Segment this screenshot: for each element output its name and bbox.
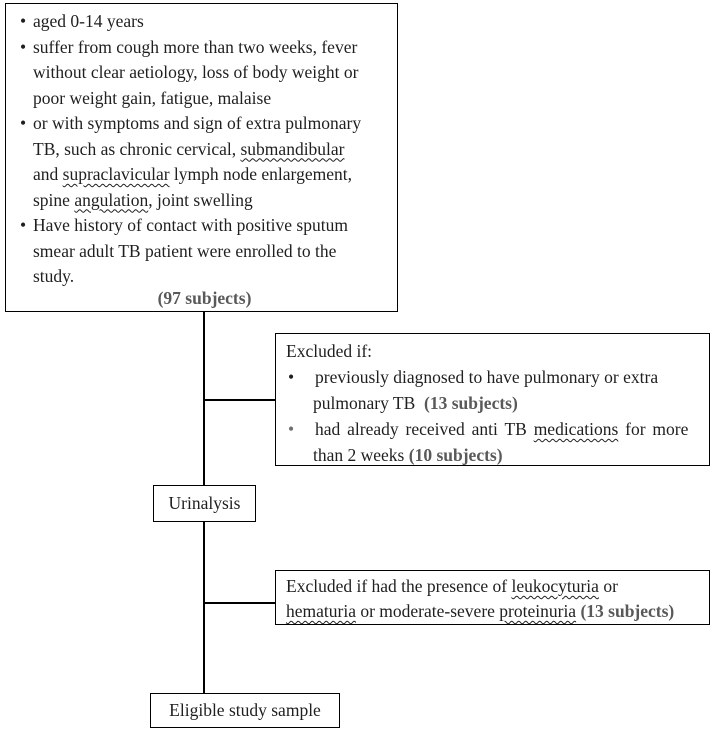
bullet-icon: • xyxy=(20,215,27,235)
criteria-line: • suffer from cough more than two weeks, … xyxy=(20,35,389,61)
urinalysis-label: Urinalysis xyxy=(168,493,241,513)
enrollment-criteria-box: • aged 0-14 years • suffer from cough more… xyxy=(5,3,398,312)
enrolled-subjects-count: (97 subjects) xyxy=(157,287,252,308)
criteria-text: TB, such as chronic cervical, xyxy=(33,138,241,159)
criteria-text: study. xyxy=(33,266,75,286)
criteria-text: lymph node enlargement, xyxy=(169,164,352,184)
criteria-text: poor weight gain, fatigue, malaise xyxy=(33,87,272,108)
criteria-text: without clear aetiology, loss of body we… xyxy=(33,62,359,82)
exclusion-box-1: Excluded if: • previously diagnosed to ha… xyxy=(275,333,710,466)
bullet-icon: • xyxy=(20,36,27,57)
criteria-text: or with symptoms and sign of extra pulmo… xyxy=(33,113,362,133)
exclusion-line: Excluded if had the presence of leukocyt… xyxy=(286,574,701,599)
bullet-icon: • xyxy=(20,113,27,133)
spellcheck-word: submandibular xyxy=(240,138,345,159)
criteria-line: • Have history of contact with positive s… xyxy=(20,213,389,239)
exclusion-text: pulmonary TB xyxy=(313,393,424,413)
excluded-subjects-count: (10 subjects) xyxy=(408,445,503,465)
spellcheck-word: proteinuria xyxy=(499,601,577,621)
exclusion-line: than 2 weeks (10 subjects) xyxy=(286,442,701,468)
criteria-text: and xyxy=(33,164,63,184)
exclusion-line: pulmonary TB (13 subjects) xyxy=(286,390,701,416)
criteria-text: Have history of contact with positive sp… xyxy=(33,215,348,235)
exclusion-title: Excluded if: xyxy=(286,341,373,361)
exclusion-line: hematuria or moderate-severe proteinuria… xyxy=(286,599,701,624)
criteria-line: • aged 0-14 years xyxy=(20,9,389,35)
criteria-text: suffer from cough more than two weeks, f… xyxy=(33,36,358,57)
criteria-line: smear adult TB patient were enrolled to … xyxy=(20,239,389,265)
urinalysis-box: Urinalysis xyxy=(153,485,256,522)
exclusion-box-2: Excluded if had the presence of leukocyt… xyxy=(275,570,710,625)
exclusion-text: Excluded if had the presence of xyxy=(286,576,512,596)
criteria-line: TB, such as chronic cervical, submandibu… xyxy=(20,137,389,163)
spellcheck-word: supraclavicular xyxy=(62,164,170,184)
bullet-icon: • xyxy=(20,11,27,31)
exclusion-text: than 2 weeks xyxy=(313,445,409,465)
spellcheck-word: leukocyturia xyxy=(511,576,599,596)
criteria-line: without clear aetiology, loss of body we… xyxy=(20,60,389,86)
exclusion-text: had already received anti TB xyxy=(315,419,534,439)
exclusion-text: for more xyxy=(618,419,689,439)
exclusion-line: • previously diagnosed to have pulmonary … xyxy=(286,364,701,390)
exclusion-text: or moderate-severe xyxy=(355,601,500,621)
eligible-sample-label: Eligible study sample xyxy=(169,700,321,720)
exclusion-line: • had already received anti TB medication… xyxy=(286,416,701,442)
bullet-icon: • xyxy=(288,367,295,387)
connector-branch-exclusion-1 xyxy=(204,399,275,401)
criteria-text: spine xyxy=(33,189,75,210)
criteria-line: spine angulation, joint swelling xyxy=(20,188,389,214)
spellcheck-word: angulation xyxy=(74,189,149,210)
spellcheck-word: hematuria xyxy=(286,601,356,621)
criteria-line: • or with symptoms and sign of extra pulm… xyxy=(20,111,389,137)
connector-criteria-to-urinalysis xyxy=(203,312,205,485)
bullet-icon: • xyxy=(288,419,295,439)
criteria-line: study. xyxy=(20,264,389,290)
excluded-subjects-count: (13 subjects) xyxy=(580,601,675,621)
criteria-text: smear adult TB patient were enrolled to … xyxy=(33,240,337,261)
eligible-sample-box: Eligible study sample xyxy=(150,693,340,728)
exclusion-text: or xyxy=(598,576,618,596)
criteria-line: and supraclavicular lymph node enlargeme… xyxy=(20,162,389,188)
criteria-line: poor weight gain, fatigue, malaise xyxy=(20,86,389,112)
criteria-text: , joint swelling xyxy=(148,189,253,210)
spellcheck-word: medications xyxy=(533,419,619,439)
connector-urinalysis-to-eligible xyxy=(203,522,205,693)
exclusion-text: previously diagnosed to have pulmonary o… xyxy=(315,367,659,387)
excluded-subjects-count: (13 subjects) xyxy=(424,393,518,413)
connector-branch-exclusion-2 xyxy=(204,602,275,604)
criteria-text: aged 0-14 years xyxy=(33,11,144,31)
